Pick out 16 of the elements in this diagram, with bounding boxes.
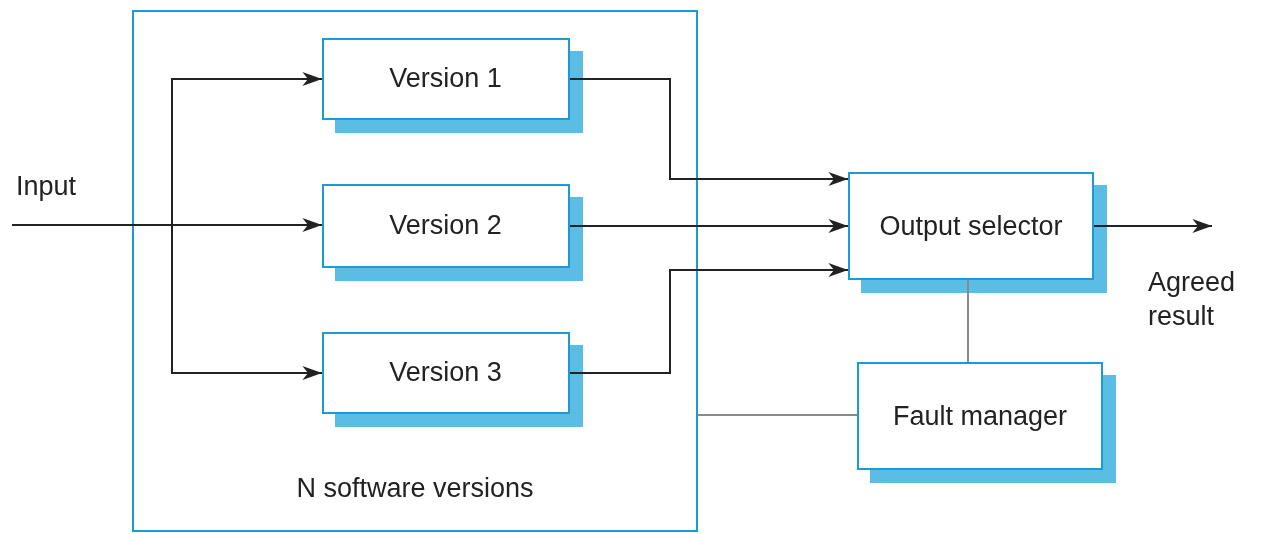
text-label: Input <box>16 170 78 203</box>
arrow <box>1093 219 1213 233</box>
arrow <box>569 263 849 374</box>
box-label: Version 1 <box>389 62 502 95</box>
connector-line <box>967 279 969 363</box>
group-box <box>132 10 698 532</box>
connector-line <box>697 414 858 416</box>
arrow <box>11 224 323 380</box>
arrow <box>569 219 849 233</box>
group-label: N software versions <box>296 471 534 504</box>
box-label: Output selector <box>879 209 1063 243</box>
box-label: Version 3 <box>389 356 502 389</box>
arrow <box>569 78 849 186</box>
box-label: Version 2 <box>389 209 502 242</box>
text-label: Agreed result <box>1148 266 1237 333</box>
box-label: Fault manager <box>892 399 1068 433</box>
